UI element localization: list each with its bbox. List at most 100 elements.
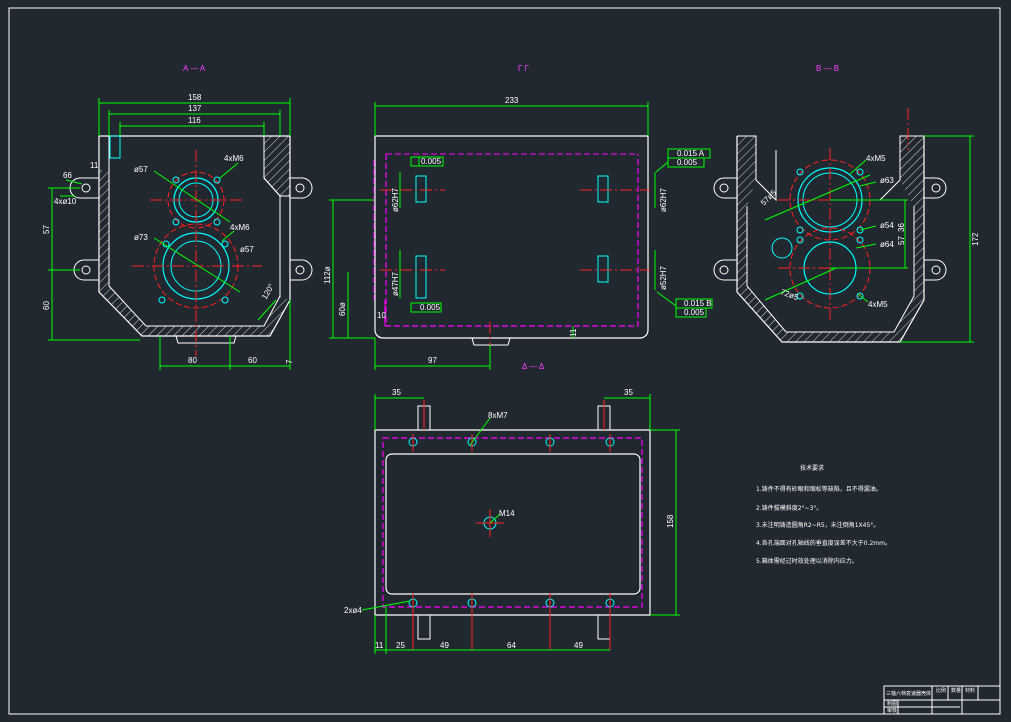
notes-item-5: 5.箱体需经过时效处理以消除内应力。 <box>756 557 858 565</box>
front-outline <box>374 135 649 339</box>
right-dim-4m5b: 4xM5 <box>868 300 888 309</box>
right-dim-36: 36 <box>897 223 906 232</box>
notes-item-1: 1.铸件不得有砂眼和缩松等缺陷，且不得漏油。 <box>756 485 882 493</box>
front-dim-10: 10 <box>377 311 386 320</box>
bottom-opening <box>385 453 641 595</box>
left-leader-4m6a <box>219 162 239 179</box>
left-wall-hatch <box>99 170 290 336</box>
left-dim-4m6b: 4xM6 <box>230 223 250 232</box>
right-dim-d54: ø54 <box>880 221 894 230</box>
bottom-leader-2x4 <box>361 600 411 611</box>
right-leader-72 <box>764 267 837 301</box>
left-dim-4m6a: 4xM6 <box>224 154 244 163</box>
left-dim-137: 137 <box>188 104 202 113</box>
right-dim-d64: ø64 <box>880 240 894 249</box>
left-lug-hole-4 <box>295 265 305 275</box>
label-right-view: B — B <box>816 64 839 73</box>
front-view: 233 97 11 112ø 60ø 10 0.005 0.015 A 0.00… <box>323 96 713 370</box>
front-dim-60: 60ø <box>338 302 347 316</box>
front-tolerance-frame-5 <box>675 307 707 318</box>
left-dim-66: 66 <box>63 171 72 180</box>
notes-item-2: 2.铸件拔模斜度2°~3°。 <box>756 504 822 512</box>
left-bottom-boss <box>175 335 237 344</box>
bottom-dim-11: 11 <box>375 641 384 650</box>
left-top-slot <box>109 135 121 159</box>
left-dim-66-leader <box>65 179 83 185</box>
left-upper-tap-4 <box>172 218 180 226</box>
left-lower-tap-4 <box>158 296 166 304</box>
left-lug-3 <box>290 177 313 199</box>
bottom-leader-8m7 <box>469 417 491 446</box>
right-lug-4 <box>924 259 947 281</box>
bottom-dim-25: 25 <box>396 641 405 650</box>
front-bore-2 <box>415 255 427 299</box>
bottom-dim-35b: 35 <box>624 388 633 397</box>
label-front-view: Γ Γ <box>518 64 530 73</box>
front-tol-3: 0.005 <box>677 158 698 167</box>
label-left-view: A — A <box>183 64 206 73</box>
right-leader-64 <box>855 243 877 249</box>
left-dim-angle-leader <box>257 299 277 321</box>
title-block-c2: 数量 <box>951 687 961 694</box>
bottom-view: 35 35 158 8xM7 M14 2xø4 11 25 49 64 49 <box>344 388 680 654</box>
bottom-tab-3 <box>417 614 431 640</box>
right-tap-2 <box>856 168 864 176</box>
left-lug-hole-2 <box>81 265 91 275</box>
right-small-bore <box>771 237 793 259</box>
notes-item-4: 4.各孔端面对孔轴线的垂直度误差不大于0.2mm。 <box>756 539 891 547</box>
bottom-dim-158: 158 <box>666 514 675 528</box>
front-hidden-inner <box>385 154 639 327</box>
right-dim-d63: ø63 <box>880 176 894 185</box>
drawing-frame <box>8 7 1001 715</box>
bottom-leader-m14 <box>489 513 501 524</box>
bottom-dim-35a: 35 <box>392 388 401 397</box>
right-tap-3 <box>796 226 804 234</box>
front-bore-4 <box>597 255 609 283</box>
left-lug-4 <box>290 259 313 281</box>
bottom-dim-49a: 49 <box>440 641 449 650</box>
left-dim-57: 57 <box>42 225 51 234</box>
left-leader-4m6b <box>221 230 235 242</box>
label-bottom-view: Δ — Δ <box>522 362 545 371</box>
front-dim-233: 233 <box>505 96 519 105</box>
front-tolerance-frame-6 <box>410 302 442 313</box>
right-leader-57 <box>764 174 871 221</box>
front-dim-97: 97 <box>428 356 437 365</box>
front-bottom-boss <box>471 337 511 346</box>
bottom-dim-2x4: 2xø4 <box>344 606 362 615</box>
front-bore-3 <box>597 175 609 203</box>
right-leader-54 <box>859 225 877 231</box>
left-upper-tap-1 <box>213 176 221 184</box>
right-dim-4m5a: 4xM5 <box>866 154 886 163</box>
front-dim-11: 11 <box>569 328 578 337</box>
right-tap-6 <box>856 236 864 244</box>
title-block-r1: 制图 <box>887 700 897 707</box>
right-tap-5 <box>796 236 804 244</box>
left-dim-d57a: ø57 <box>134 165 148 174</box>
left-top-hatch <box>263 135 291 197</box>
left-lower-tap-3 <box>221 296 229 304</box>
left-lug-hole-1 <box>81 183 91 193</box>
front-tol-1: 0.005 <box>421 157 442 166</box>
right-lug-hole-4 <box>931 265 941 275</box>
front-tol-5: 0.005 <box>684 308 705 317</box>
title-block-name: 三轴六档变速器壳体 <box>886 690 931 697</box>
bottom-dim-64: 64 <box>507 641 516 650</box>
left-dim-7: 7 <box>285 359 294 364</box>
left-dim-60: 60 <box>42 301 51 310</box>
title-block: 三轴六档变速器壳体 比例 数量 材料 制图 审核 <box>883 685 1001 715</box>
right-lug-hole-1 <box>719 183 729 193</box>
right-lug-3 <box>924 177 947 199</box>
right-lug-hole-3 <box>931 183 941 193</box>
left-lug-hole-3 <box>295 183 305 193</box>
left-dim-80: 80 <box>188 356 197 365</box>
front-tol-leader-2 <box>655 161 669 173</box>
left-upper-tap-2 <box>172 176 180 184</box>
bottom-dim-8m7: 8xM7 <box>488 411 508 420</box>
right-lug-2 <box>713 259 737 281</box>
front-tol-leader-4 <box>656 291 677 307</box>
front-bore-label-2: ø47H7 <box>391 271 400 296</box>
left-dim-60b: 60 <box>248 356 257 365</box>
